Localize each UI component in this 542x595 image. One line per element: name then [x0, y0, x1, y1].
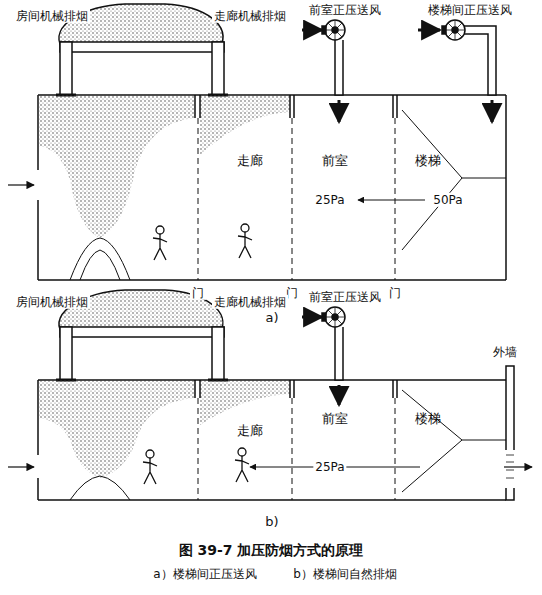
drawing-stroke — [60, 42, 224, 52]
drawing-stroke — [153, 226, 167, 260]
drawing-stroke — [235, 448, 249, 482]
drawing-stroke — [335, 40, 343, 95]
region-name: 走廊 — [237, 423, 263, 438]
space-region: 前室 — [319, 406, 351, 430]
drawing-stroke — [506, 366, 514, 500]
subcaption: a）楼梯间正压送风 — [151, 567, 258, 581]
pressure-value: 50Pa — [431, 193, 464, 207]
drawing-stroke — [302, 29, 322, 32]
drawing-stroke — [463, 26, 496, 95]
drawing-stroke — [38, 380, 506, 500]
drawing-stroke — [335, 327, 343, 380]
drawing-stroke — [290, 95, 397, 118]
drawing-stroke — [38, 380, 195, 478]
section-b — [8, 290, 532, 500]
drawing-stroke — [200, 380, 290, 425]
drawing-stroke — [200, 95, 290, 155]
drawing-stroke — [198, 398, 395, 500]
fan-label: 楼梯间正压送风 — [426, 3, 514, 17]
drawing-stroke — [8, 466, 34, 467]
subcaption: b）楼梯间自然排烟 — [291, 567, 399, 581]
drawing-stroke — [195, 380, 200, 398]
section-a — [8, 4, 506, 280]
fan-label: 前室正压送风 — [307, 3, 383, 17]
space-region: 前室 — [319, 148, 351, 172]
drawing-stroke — [212, 327, 224, 380]
fan-label: 房间机械排烟 — [14, 295, 90, 309]
wall-label: 外墙 — [491, 345, 519, 359]
space-region: 走廊 — [234, 418, 266, 442]
fan-label: 房间机械排烟 — [14, 9, 90, 23]
drawing-stroke — [70, 476, 130, 500]
drawing-stroke — [322, 307, 345, 327]
drawing-stroke — [60, 327, 72, 380]
drawing-stroke — [358, 200, 425, 201]
drawing-stroke — [238, 224, 252, 258]
fan-label: 前室正压送风 — [307, 290, 383, 304]
door-label: 门 — [387, 286, 403, 300]
drawing-stroke — [504, 466, 532, 467]
drawing-stroke — [143, 450, 157, 484]
drawing-stroke — [338, 385, 341, 405]
region-name: 前室 — [322, 411, 348, 426]
drawing-stroke — [491, 100, 494, 122]
drawing-stroke — [442, 20, 465, 40]
drawing-stroke — [198, 118, 395, 280]
drawing-stroke — [60, 42, 72, 95]
subfigure-label: b) — [263, 514, 280, 530]
region-name: 楼梯 — [415, 411, 441, 426]
fan-label: 走廊机械排烟 — [212, 295, 288, 309]
space-region: 楼梯 — [412, 148, 444, 172]
drawing-stroke — [322, 20, 345, 40]
drawing-stroke — [38, 95, 506, 280]
subfigure-label: a) — [263, 310, 280, 326]
drawing-stroke — [290, 380, 397, 398]
pressure-value: 25Pa — [313, 193, 346, 207]
door-label: 门 — [190, 286, 206, 300]
drawing-stroke — [195, 95, 200, 118]
region-name: 楼梯 — [415, 153, 441, 168]
drawing-stroke — [70, 238, 130, 280]
space-region: 楼梯 — [412, 406, 444, 430]
fan-label: 走廊机械排烟 — [212, 9, 288, 23]
pressure-value: 25Pa — [313, 460, 346, 474]
region-name: 走廊 — [237, 153, 263, 168]
drawing-stroke — [302, 316, 322, 319]
drawing-stroke — [402, 110, 506, 250]
region-name: 前室 — [322, 153, 348, 168]
drawing-stroke — [506, 450, 514, 488]
drawing-stroke — [418, 29, 440, 32]
drawing-stroke — [38, 95, 195, 238]
drawing-stroke — [212, 42, 224, 95]
drawing-stroke — [338, 100, 341, 122]
drawing-stroke — [80, 250, 120, 280]
drawing-stroke — [402, 390, 506, 492]
space-region: 走廊 — [234, 148, 266, 172]
drawing-stroke — [60, 327, 224, 337]
figure-caption: 图 39-7 加压防烟方式的原理 — [177, 542, 366, 559]
drawing-stroke — [8, 184, 34, 185]
